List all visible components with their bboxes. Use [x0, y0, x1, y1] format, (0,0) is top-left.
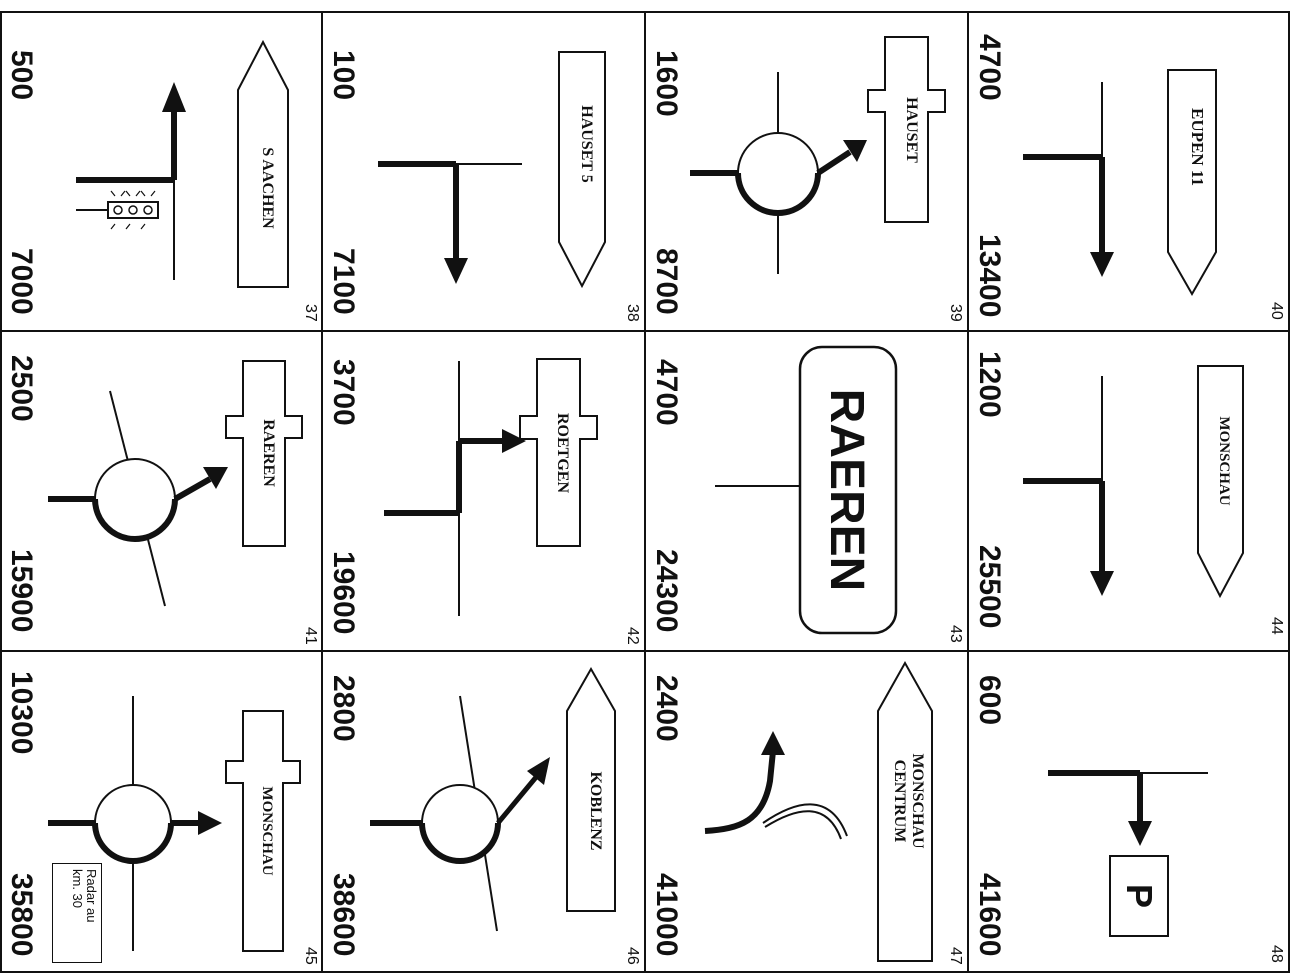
sign-label: KOBLENZ — [587, 771, 604, 850]
card-45: 10300 35800 45 Radar au km. 30 MONSCHAU — [0, 651, 322, 972]
sign-label-line1: MONSCHAU — [909, 753, 926, 849]
direction-sign: ROETGEN — [519, 358, 598, 547]
card-37: 500 7000 37 S AACHEN — [0, 12, 322, 331]
card-44: 1200 25500 44 MONSCHAU — [968, 331, 1289, 651]
sign-label: EUPEN 11 — [1188, 108, 1207, 186]
direction-sign: S AACHEN — [237, 39, 289, 288]
sign-label: ROETGEN — [554, 413, 571, 493]
route-diagram: P — [1048, 770, 1208, 937]
direction-sign: EUPEN 11 — [1167, 69, 1217, 297]
sign-label: S AACHEN — [259, 147, 276, 229]
route-diagram: HAUSET 5 — [378, 51, 606, 289]
parking-sign-label: P — [1119, 884, 1160, 908]
direction-sign: MONSCHAU CENTRUM — [877, 660, 933, 962]
card-48: 600 41600 48 P — [968, 651, 1289, 972]
card-43: 4700 24300 43 RAEREN — [645, 331, 968, 651]
parking-sign: P — [1109, 855, 1169, 937]
direction-sign: RAEREN — [225, 360, 303, 547]
direction-sign: MONSCHAU — [225, 710, 301, 952]
route-diagram: RAEREN — [48, 360, 303, 607]
sign-label: HAUSET 5 — [578, 105, 595, 183]
route-diagram: KOBLENZ — [370, 666, 616, 932]
card-46: 2800 38600 46 KOBLENZ — [322, 651, 645, 972]
route-diagram: MONSCHAU — [48, 696, 301, 952]
card-47: 2400 41000 47 MONSCHAU CENTRUM — [645, 651, 968, 972]
card-42: 3700 19600 42 ROETGEN — [322, 331, 645, 651]
direction-sign: HAUSET — [867, 36, 946, 223]
direction-sign: MONSCHAU — [1197, 365, 1244, 599]
direction-sign: HAUSET 5 — [558, 51, 606, 289]
card-40: 4700 13400 40 EUPEN 11 — [968, 12, 1289, 331]
direction-sign: KOBLENZ — [566, 666, 616, 912]
town-entry-sign: RAEREN — [798, 345, 898, 635]
card-39: 1600 8700 39 HAUSET — [645, 12, 968, 331]
card-41: 2500 15900 41 RAEREN — [0, 331, 322, 651]
route-diagram: MONSCHAU — [1023, 365, 1244, 599]
town-sign-label: RAEREN — [820, 389, 873, 592]
sign-label: RAEREN — [260, 419, 277, 487]
card-38: 100 7100 38 HAUSET 5 — [322, 12, 645, 331]
route-diagram: S AACHEN — [76, 39, 289, 288]
sign-label: MONSCHAU — [1216, 416, 1232, 505]
sign-label: HAUSET — [903, 97, 920, 163]
route-diagram: ROETGEN — [384, 358, 598, 616]
sign-label: MONSCHAU — [259, 786, 275, 875]
traffic-light-icon — [76, 190, 159, 230]
sign-label-line2: CENTRUM — [891, 760, 908, 843]
radar-note-box — [52, 863, 102, 963]
route-diagram: HAUSET — [690, 36, 946, 274]
route-diagram: EUPEN 11 — [1023, 69, 1217, 297]
route-diagram: RAEREN — [715, 345, 898, 635]
route-diagram: MONSCHAU CENTRUM — [704, 660, 933, 962]
